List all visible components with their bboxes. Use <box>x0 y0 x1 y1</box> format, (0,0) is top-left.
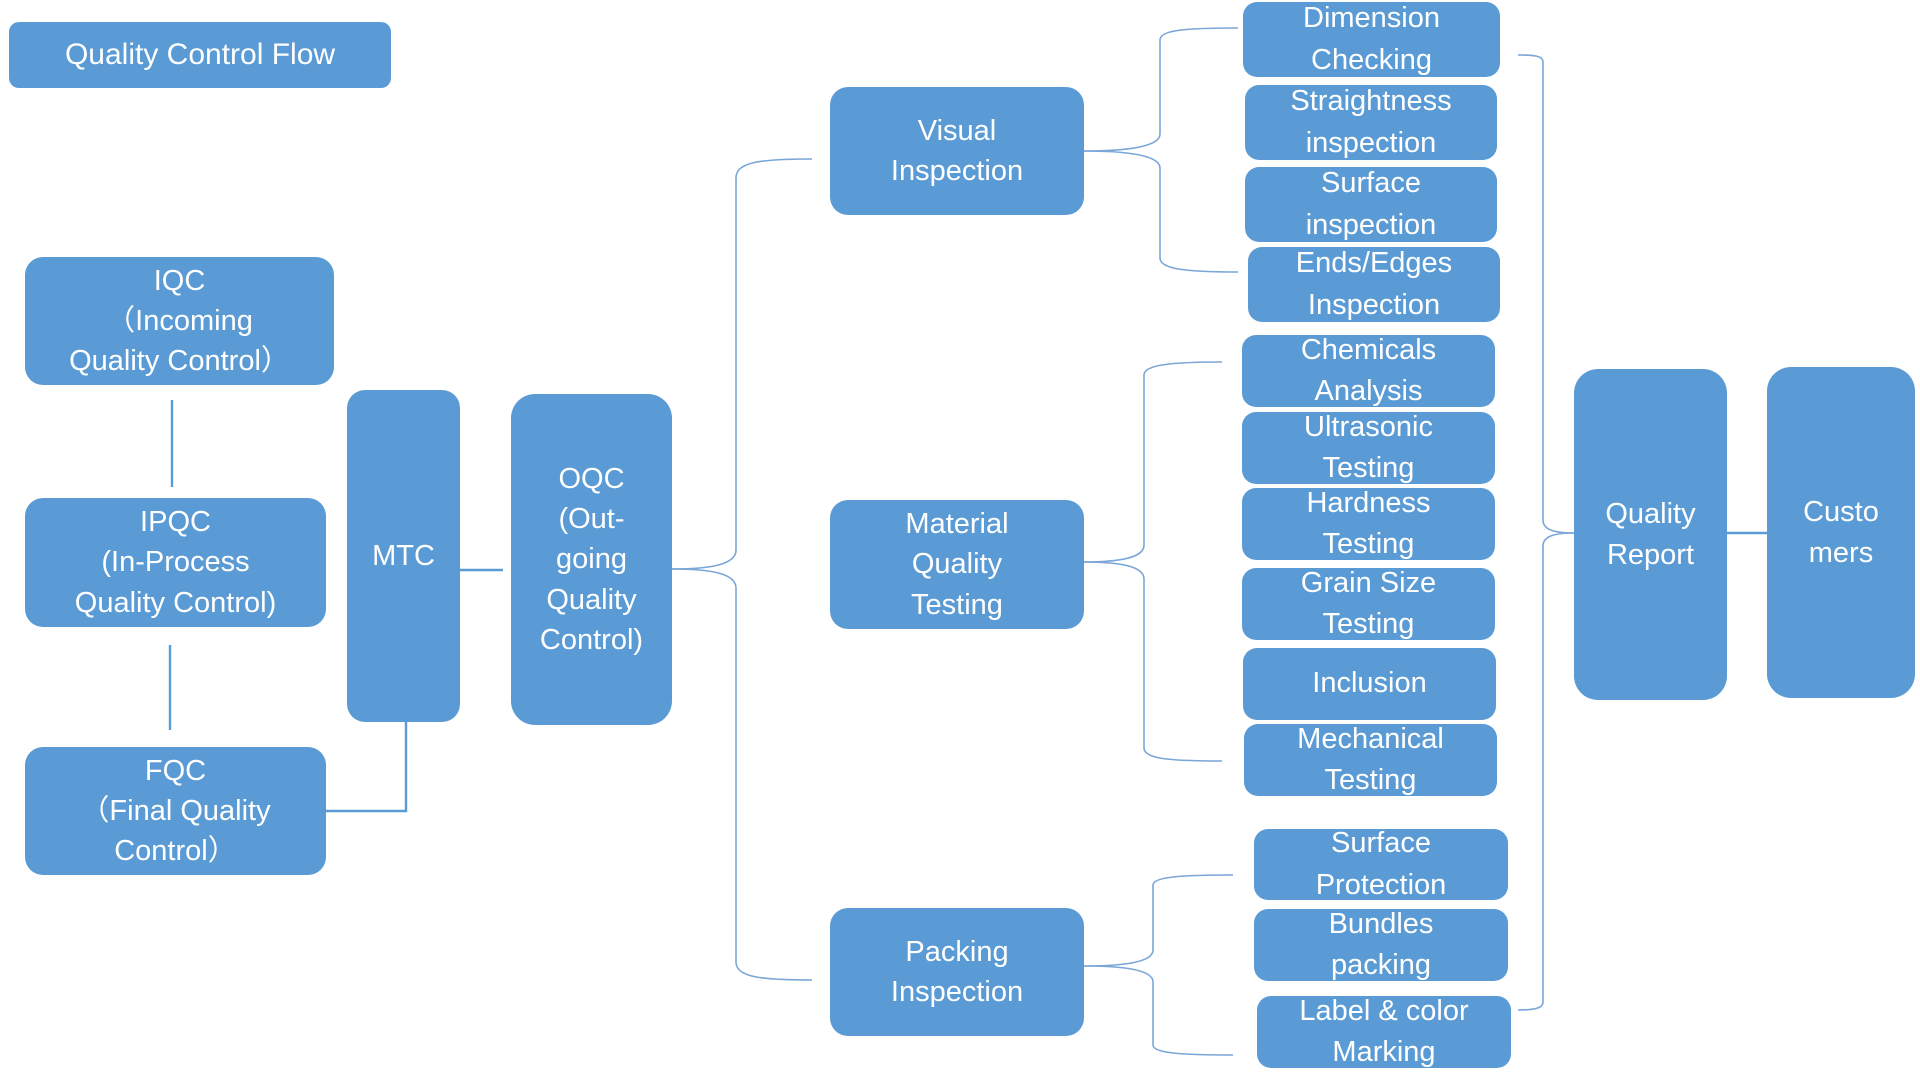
node-customers: Custo mers <box>1767 367 1915 698</box>
node-mtc: MTC <box>347 390 460 722</box>
node-chemicals-analysis: Chemicals Analysis <box>1242 335 1495 407</box>
node-hardness-testing: Hardness Testing <box>1242 488 1495 560</box>
node-mechanical-testing: Mechanical Testing <box>1244 724 1497 796</box>
bracket-oqc-visual <box>671 158 813 570</box>
node-grain-size-testing: Grain Size Testing <box>1242 568 1495 640</box>
node-ultrasonic-testing: Ultrasonic Testing <box>1242 412 1495 484</box>
node-dimension-checking: Dimension Checking <box>1243 2 1500 77</box>
node-iqc: IQC （Incoming Quality Control） <box>25 257 334 385</box>
connector-fqc-mtc <box>326 722 408 813</box>
bracket-report-top <box>1517 54 1575 534</box>
node-packing-inspection: Packing Inspection <box>830 908 1084 1036</box>
bracket-oqc-packing <box>671 568 813 981</box>
node-quality-report: Quality Report <box>1574 369 1727 700</box>
bracket-visual-bottom <box>1083 150 1239 273</box>
node-inclusion: Inclusion <box>1243 648 1496 720</box>
bracket-report-bottom <box>1517 532 1575 1011</box>
node-fqc: FQC （Final Quality Control） <box>25 747 326 875</box>
diagram-title: Quality Control Flow <box>9 22 391 88</box>
bracket-packing-bottom <box>1083 965 1234 1056</box>
node-oqc: OQC (Out- going Quality Control) <box>511 394 672 725</box>
bracket-material-top <box>1083 361 1223 563</box>
bracket-material-bottom <box>1083 561 1223 762</box>
bracket-packing-top <box>1083 874 1234 967</box>
node-surface-inspection: Surface inspection <box>1245 167 1497 242</box>
node-bundles-packing: Bundles packing <box>1254 909 1508 981</box>
node-straightness-inspection: Straightness inspection <box>1245 85 1497 160</box>
node-ends-edges-inspection: Ends/Edges Inspection <box>1248 247 1500 322</box>
node-ipqc: IPQC (In-Process Quality Control) <box>25 498 326 627</box>
node-visual-inspection: Visual Inspection <box>830 87 1084 215</box>
bracket-visual-top <box>1083 27 1239 152</box>
node-material-quality-testing: Material Quality Testing <box>830 500 1084 629</box>
node-label-color-marking: Label & color Marking <box>1257 996 1511 1068</box>
node-surface-protection: Surface Protection <box>1254 829 1508 900</box>
